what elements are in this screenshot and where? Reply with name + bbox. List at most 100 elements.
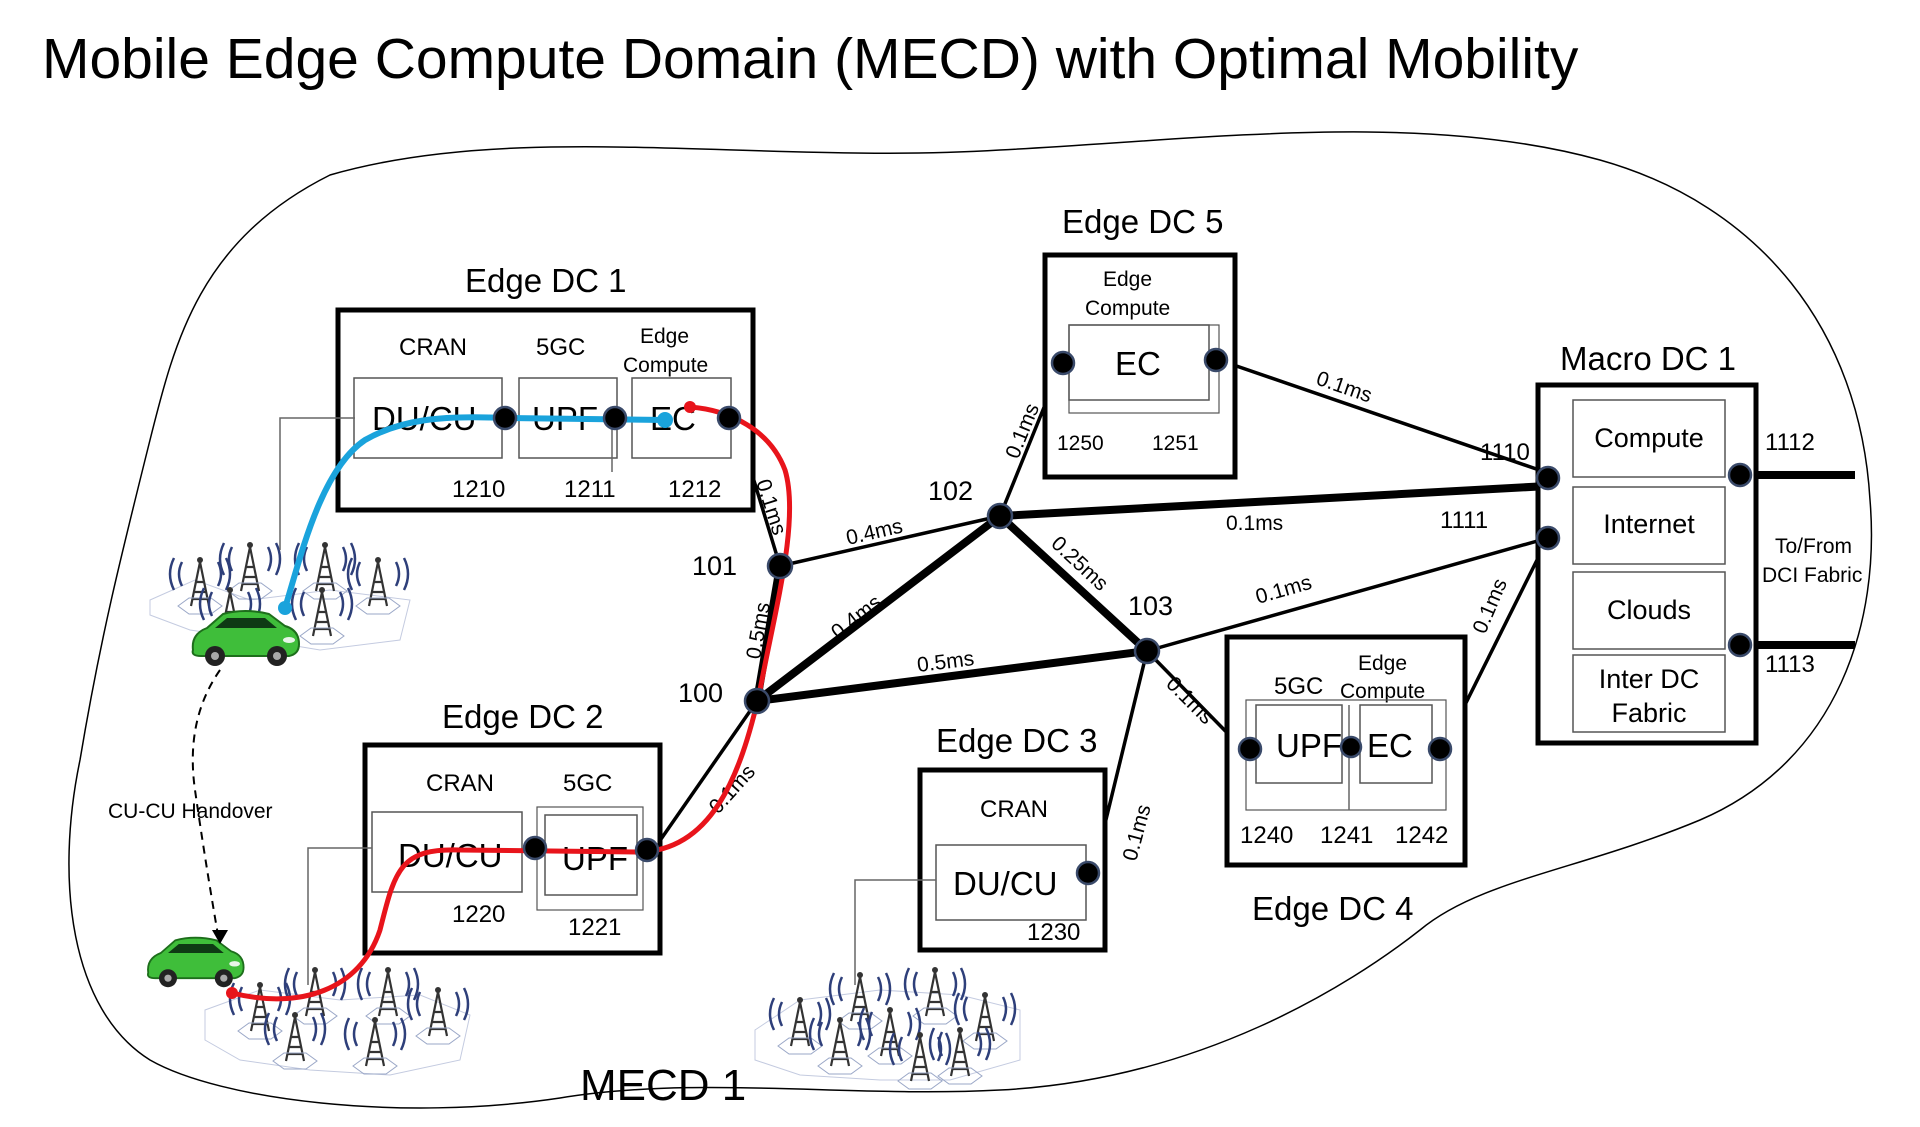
port-1251-node (1203, 347, 1229, 373)
macro-inter-dc-line1: Inter DC (1599, 664, 1700, 694)
port-1230-node (1075, 860, 1101, 886)
dci-line2: DCI Fabric (1762, 564, 1862, 587)
mecd-boundary (68, 131, 1873, 1109)
switch-100-label: 100 (678, 678, 723, 708)
macro-compute: Compute (1594, 423, 1704, 453)
macro-inter-dc-box (1572, 654, 1726, 733)
link-100-103 (756, 647, 1148, 705)
edge-dc2-upf: UPF (562, 840, 628, 877)
port-1250-node (1050, 350, 1076, 376)
link-103-1111 (1146, 536, 1549, 653)
edge-dc4-upf: UPF (1276, 727, 1342, 764)
page-title: Mobile Edge Compute Domain (MECD) with O… (42, 27, 1579, 91)
lat-102-1110: 0.1ms (1226, 512, 1283, 535)
port-1211-node (602, 405, 628, 431)
dci-line1: To/From (1775, 535, 1852, 558)
macro-inter-dc-line2: Fabric (1611, 698, 1686, 728)
link-102-103 (997, 513, 1150, 654)
lat-ec1-101: 0.1ms (751, 476, 791, 537)
edge-dc4-compute-label: Compute (1340, 680, 1425, 703)
macro-port-1113: 1113 (1765, 651, 1815, 678)
nodes (492, 347, 1753, 886)
edge-dc2-5gc: 5GC (563, 770, 612, 797)
edge-dc1-cran: CRAN (399, 334, 467, 361)
switch-102-node (986, 502, 1014, 530)
edge-dc5-ec-box (1068, 324, 1210, 401)
edge-dc4-upf-box (1255, 704, 1343, 784)
tower-cluster-2 (204, 965, 471, 1076)
edge-dc5-compute-label: Compute (1085, 297, 1170, 320)
port-1220-node (522, 835, 548, 861)
port-1110-node (1535, 465, 1561, 491)
macro-port-1110: 1110 (1480, 439, 1530, 466)
edge-dc1-port-1211: 1211 (564, 476, 616, 503)
switch-103-label: 103 (1128, 591, 1173, 621)
edge-dc2-cran: CRAN (426, 770, 494, 797)
edge-dc4-port-1241: 1241 (1320, 822, 1373, 849)
edge-dc4-ec: EC (1367, 727, 1413, 764)
edge-dc2-upf-box (544, 814, 638, 896)
edge-dc5-port-1251: 1251 (1152, 432, 1199, 455)
existing-traffic-path (282, 414, 666, 609)
car-before-handover (191, 610, 300, 667)
edge-dc4-port-1240: 1240 (1240, 822, 1293, 849)
macro-port-1112: 1112 (1765, 429, 1815, 456)
macro-clouds: Clouds (1607, 595, 1691, 625)
lat-103-dc3: 0.1ms (1119, 802, 1156, 863)
edge-dc1-5gc: 5GC (536, 334, 585, 361)
mecd-label: MECD 1 (580, 1061, 746, 1110)
car-after-handover (146, 936, 245, 989)
port-1113-node (1727, 632, 1753, 658)
edge-dc3-title: Edge DC 3 (936, 722, 1097, 759)
edge-dc2-port-1221: 1221 (568, 914, 621, 941)
edge-dc4-5gc: 5GC (1274, 673, 1323, 700)
tower-cluster-3 (754, 965, 1021, 1091)
edge-dc5-edge-label: Edge (1103, 268, 1152, 291)
edge-dc1-compute-label: Compute (623, 354, 708, 377)
switch-101-node (766, 552, 794, 580)
lat-ec4-1111: 0.1ms (1468, 575, 1512, 637)
lat-103-dc4: 0.1ms (1161, 672, 1218, 729)
lat-103-1111: 0.1ms (1253, 571, 1314, 609)
edge-dc3-du-cu: DU/CU (953, 865, 1058, 902)
new-traffic-path (231, 404, 793, 1002)
lat-102-ec5: 0.1ms (1001, 400, 1044, 462)
macro-port-1111: 1111 (1440, 507, 1488, 534)
link-100-dc2 (650, 700, 759, 853)
handover-label: CU-CU Handover (108, 800, 273, 823)
edge-dc3-du-cu-box (935, 844, 1087, 921)
macro-compute-box (1572, 399, 1726, 478)
edge-dc4-edge-label: Edge (1358, 652, 1407, 675)
macro-clouds-box (1572, 571, 1726, 650)
edge-dc4-ec-box (1359, 704, 1433, 784)
handover-arrow (191, 669, 221, 936)
switch-101-label: 101 (692, 551, 737, 581)
edge-dc5-ec: EC (1115, 345, 1161, 382)
port-1112-node (1727, 462, 1753, 488)
edge-dc1-title: Edge DC 1 (465, 262, 626, 299)
switch-102-label: 102 (928, 476, 973, 506)
edge-dc5-title: Edge DC 5 (1062, 203, 1223, 240)
port-1111-node (1535, 525, 1561, 551)
port-1241-node (1339, 735, 1363, 759)
edge-dc1-edge-label: Edge (640, 325, 689, 348)
port-1212-node (716, 405, 742, 431)
edge-dc3-port-1230: 1230 (1027, 919, 1080, 946)
lat-100-102: 0.4ms (827, 591, 886, 644)
macro-internet-box (1572, 486, 1726, 565)
port-1210-node (492, 405, 518, 431)
edge-dc2-port-1220: 1220 (452, 901, 505, 928)
switch-100-node (743, 687, 771, 715)
edge-dc4-title: Edge DC 4 (1252, 890, 1413, 927)
link-ec5-1110 (1218, 358, 1549, 475)
switch-103-node (1133, 637, 1161, 665)
port-1221-node (634, 837, 660, 863)
edge-dc4-port-1242: 1242 (1395, 822, 1448, 849)
link-101-102 (779, 514, 1001, 568)
macro-internet: Internet (1603, 509, 1695, 539)
edge-dc3-cran: CRAN (980, 796, 1048, 823)
tower-cluster-1 (149, 540, 411, 651)
edge-dc2-title: Edge DC 2 (442, 698, 603, 735)
link-100-102 (754, 512, 1003, 705)
port-1242-node (1427, 736, 1453, 762)
